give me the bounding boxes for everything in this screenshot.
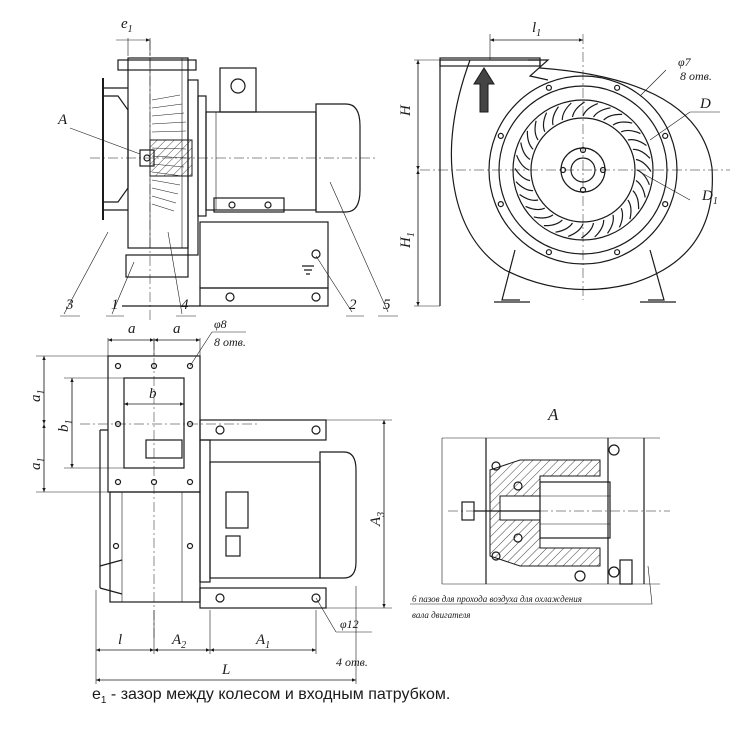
bolt-hole bbox=[613, 249, 621, 256]
section-marker-A: A bbox=[57, 112, 68, 128]
impeller-blade bbox=[620, 129, 641, 135]
part-label-3: 3 bbox=[65, 297, 74, 313]
impeller-blade bbox=[627, 199, 632, 220]
impeller-blade bbox=[636, 169, 650, 186]
dim-l-bottom: l bbox=[118, 632, 122, 648]
impeller-blade bbox=[515, 181, 534, 192]
part-label-4: 4 bbox=[181, 297, 189, 313]
impeller-blade bbox=[582, 103, 599, 117]
dim-a1-bottom: a1 bbox=[28, 458, 47, 471]
bolt-hole bbox=[497, 201, 504, 208]
impeller-blade bbox=[520, 142, 531, 161]
caption-text: - зазор между колесом и входным патрубко… bbox=[106, 686, 451, 703]
impeller-blade bbox=[632, 190, 640, 210]
impeller-blade bbox=[603, 113, 623, 121]
dim-A2: A2 bbox=[171, 632, 186, 651]
impeller-blade bbox=[542, 112, 548, 133]
plan-view bbox=[36, 331, 392, 684]
detail-note-line1: 6 пазов для прохода воздуха для охлажден… bbox=[412, 594, 582, 604]
dim-D1: D1 bbox=[701, 188, 718, 207]
caption: e1 - зазор между колесом и входным патру… bbox=[92, 686, 450, 706]
impeller-blade bbox=[543, 219, 563, 227]
impeller-blade bbox=[607, 214, 614, 234]
impeller-blade bbox=[635, 179, 646, 198]
part-label-2: 2 bbox=[349, 297, 357, 313]
impeller-blade bbox=[618, 207, 624, 228]
motor-side bbox=[205, 67, 361, 213]
dim-A1: A1 bbox=[255, 632, 270, 651]
bolt-hole bbox=[662, 201, 669, 208]
dim-H1: H1 bbox=[398, 232, 417, 249]
part-label-5: 5 bbox=[383, 297, 391, 313]
holes-8-count-plan: 8 отв. bbox=[214, 335, 246, 349]
front-view bbox=[414, 34, 730, 307]
impeller-blade bbox=[632, 148, 651, 159]
dim-b1: b1 bbox=[56, 420, 75, 433]
holes-8-count-front: 8 отв. bbox=[680, 69, 712, 83]
impeller-blade bbox=[627, 139, 647, 146]
dim-phi8: φ8 bbox=[214, 317, 227, 331]
dim-phi12: φ12 bbox=[340, 617, 359, 631]
impeller-blade bbox=[555, 222, 574, 233]
holes-4-count: 4 отв. bbox=[336, 655, 368, 669]
impeller-blade bbox=[571, 101, 585, 118]
bolt-hole bbox=[545, 249, 553, 256]
detail-A-title: A bbox=[547, 405, 559, 424]
dim-b: b bbox=[149, 386, 157, 402]
impeller-blade bbox=[526, 130, 534, 150]
impeller-blade bbox=[594, 219, 605, 238]
bolt-holes-front bbox=[497, 84, 669, 256]
dim-a-left: a bbox=[128, 321, 136, 337]
part-label-1: 1 bbox=[111, 297, 119, 313]
impeller-blade bbox=[612, 121, 633, 126]
impeller-blade bbox=[519, 194, 539, 201]
bolt-hole bbox=[497, 132, 504, 139]
dim-A3: A3 bbox=[368, 512, 387, 527]
dim-H: H bbox=[398, 104, 414, 117]
impeller-blade bbox=[552, 106, 559, 126]
dim-l1: l1 bbox=[532, 20, 541, 39]
dim-a-right: a bbox=[173, 321, 181, 337]
impeller-blade bbox=[516, 154, 530, 171]
dim-D: D bbox=[699, 96, 711, 112]
caption-symbol-sub: 1 bbox=[100, 695, 107, 707]
impeller-blade bbox=[592, 107, 611, 118]
fan-technical-drawing: e1 A 3 1 4 2 5 bbox=[28, 16, 730, 684]
side-view bbox=[60, 38, 398, 320]
dim-L: L bbox=[221, 662, 230, 678]
detail-note-line2: вала двигателя bbox=[412, 610, 470, 620]
impeller-blade bbox=[525, 205, 546, 211]
caption-symbol: e bbox=[92, 686, 101, 703]
dim-phi7: φ7 bbox=[678, 55, 692, 69]
impeller-blade bbox=[567, 223, 584, 237]
bolt-hole bbox=[613, 84, 621, 91]
impeller-blade bbox=[533, 214, 554, 219]
dim-e1: e1 bbox=[121, 16, 133, 35]
impeller-blade bbox=[534, 120, 539, 141]
bolt-hole bbox=[545, 84, 553, 91]
impeller-blade bbox=[561, 102, 572, 121]
detail-view-A bbox=[410, 437, 670, 605]
airflow-arrow-icon bbox=[473, 67, 495, 113]
dim-a1-top: a1 bbox=[28, 390, 47, 403]
bolt-hole bbox=[662, 132, 669, 139]
